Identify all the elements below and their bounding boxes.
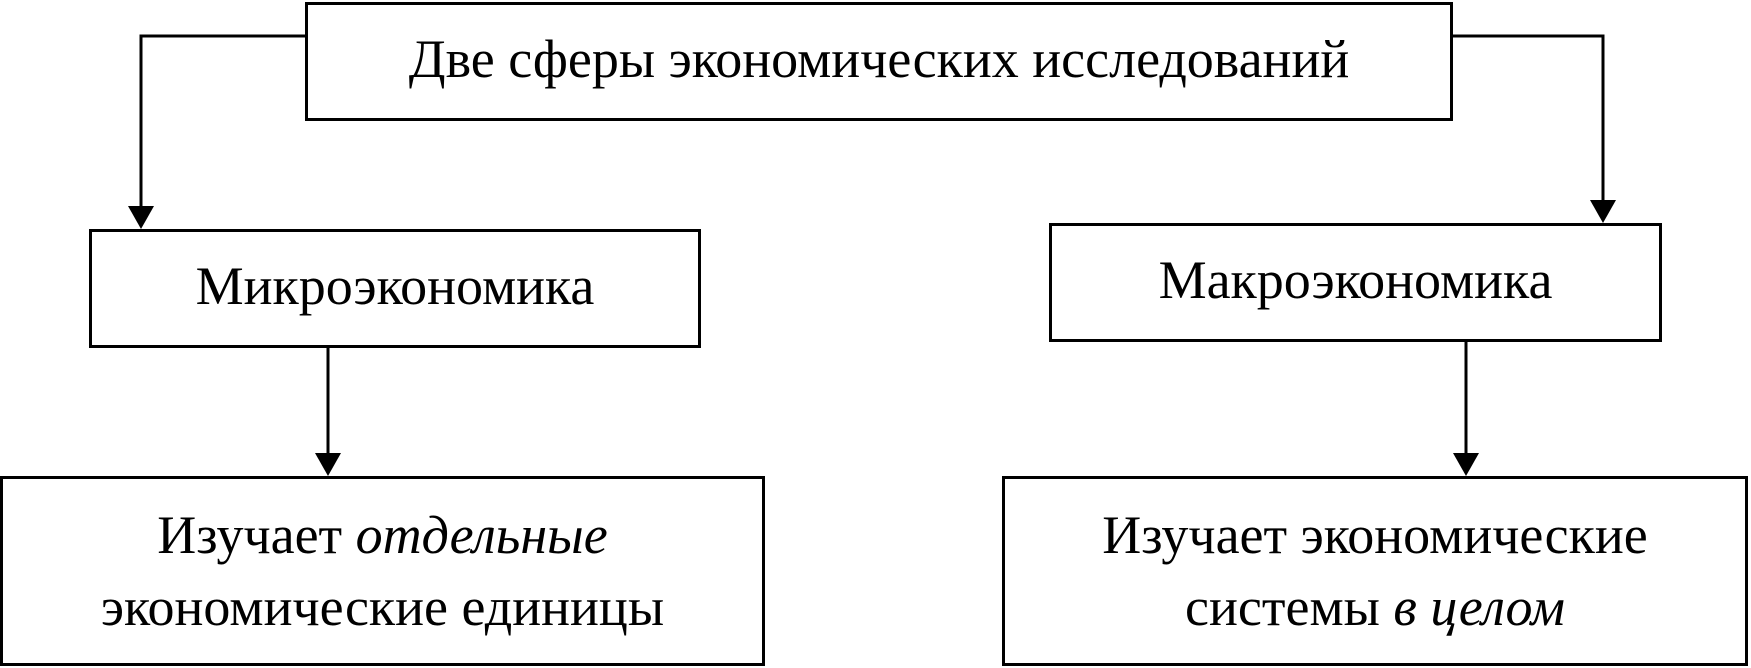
- macro-description-emphasis: в целом: [1393, 577, 1565, 637]
- microeconomics-description: Изучает отдельные экономические единицы: [101, 499, 664, 643]
- diagram-title: Две сферы экономических исследований: [408, 28, 1350, 89]
- macroeconomics-description: Изучает экономические системы в целом: [1102, 499, 1648, 643]
- micro-description-line-1: Изучает отдельные: [101, 499, 664, 571]
- macroeconomics-label: Макроэкономика: [1158, 249, 1553, 310]
- arrowhead-title-to-macro: [1590, 200, 1616, 223]
- arrowhead-micro-to-desc: [315, 453, 341, 476]
- arrowhead-title-to-micro: [128, 206, 154, 229]
- microeconomics-box: Микроэкономика: [89, 229, 701, 348]
- diagram-title-box: Две сферы экономических исследований: [305, 2, 1453, 121]
- microeconomics-label: Микроэкономика: [195, 255, 595, 316]
- arrow-title-to-micro: [139, 34, 305, 206]
- macro-description-line-1: Изучает экономические: [1102, 505, 1648, 565]
- microeconomics-description-box: Изучает отдельные экономические единицы: [0, 476, 765, 666]
- macroeconomics-description-box: Изучает экономические системы в целом: [1002, 476, 1748, 666]
- micro-description-line-2: экономические единицы: [100, 577, 665, 637]
- arrow-title-to-macro: [1453, 34, 1605, 200]
- micro-description-plain: Изучает: [157, 505, 356, 565]
- arrowhead-macro-to-desc: [1453, 453, 1479, 476]
- macro-description-line-2: системы в целом: [1102, 571, 1648, 643]
- micro-description-emphasis: отдельные: [355, 505, 608, 565]
- macro-description-plain: системы: [1185, 577, 1394, 637]
- macroeconomics-box: Макроэкономика: [1049, 223, 1662, 342]
